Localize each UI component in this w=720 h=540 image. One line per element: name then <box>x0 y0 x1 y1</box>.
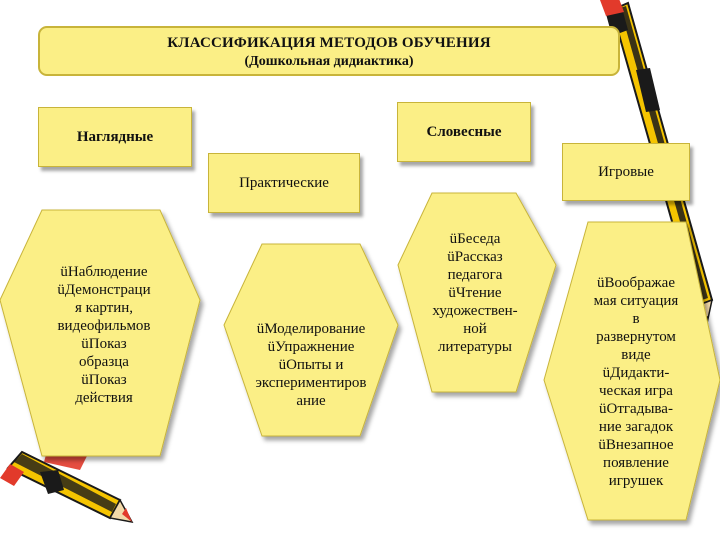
method-item: виде <box>621 347 651 363</box>
method-item: игрушек <box>608 473 664 489</box>
method-item: üВоображае <box>597 275 675 291</box>
method-item: действия <box>75 390 133 406</box>
category-visual-label: Наглядные <box>76 128 154 145</box>
pencil-icon-bottom-left <box>0 440 134 524</box>
method-item: мая ситуация <box>593 293 679 309</box>
category-verbal: Словесные <box>397 102 531 162</box>
practical-methods-list: üМоделирование üУпражнение üОпыты и эксп… <box>228 310 394 420</box>
visual-methods-hexagon <box>0 209 201 457</box>
method-item: üНаблюдение <box>60 264 148 280</box>
method-item: ческая игра <box>599 383 673 399</box>
method-item: üРассказ <box>447 249 503 265</box>
method-item: ной <box>463 321 487 337</box>
subtitle: (Дошкольная дидиактика) <box>244 54 414 69</box>
method-item: üУпражнение <box>267 339 355 355</box>
method-item: üПоказ <box>81 372 127 388</box>
method-item: üБеседа <box>449 231 501 247</box>
method-item: üМоделирование <box>256 321 366 337</box>
practical-methods-hexagon <box>223 243 399 437</box>
method-item: üВнезапное <box>598 437 674 453</box>
game-methods-hexagon <box>543 221 720 521</box>
method-item: видеофильмов <box>57 318 151 334</box>
method-item: üПоказ <box>81 336 127 352</box>
method-item: üОтгадыва- <box>599 401 673 417</box>
title: КЛАССИФИКАЦИЯ МЕТОДОВ ОБУЧЕНИЯ <box>167 35 491 51</box>
method-item: экспериментиров <box>255 375 367 391</box>
category-practical: Практические <box>208 153 360 213</box>
verbal-methods-hexagon <box>397 192 557 393</box>
category-game: Игровые <box>562 143 690 201</box>
method-item: ание <box>296 393 326 409</box>
method-item: развернутом <box>596 329 676 345</box>
method-item: в <box>632 311 640 327</box>
category-game-label: Игровые <box>598 163 654 180</box>
method-item: я картин, <box>74 300 134 316</box>
visual-methods-list: üНаблюдение üДемонстраци я картин, видео… <box>30 250 178 420</box>
category-practical-label: Практические <box>239 174 329 191</box>
category-verbal-label: Словесные <box>426 123 502 140</box>
game-methods-list: üВоображае мая ситуация в развернутом ви… <box>566 253 706 511</box>
method-item: педагога <box>447 267 503 283</box>
method-item: üЧтение <box>448 285 502 301</box>
title-box: КЛАССИФИКАЦИЯ МЕТОДОВ ОБУЧЕНИЯ (Дошкольн… <box>38 26 620 76</box>
method-item: художествен- <box>432 303 518 319</box>
method-item: üДидакти- <box>602 365 670 381</box>
verbal-methods-list: üБеседа üРассказ педагога üЧтение художе… <box>405 218 545 368</box>
method-item: ние загадок <box>598 419 674 435</box>
method-item: литературы <box>438 339 512 355</box>
method-item: образца <box>79 354 129 370</box>
method-item: üДемонстраци <box>57 282 151 298</box>
method-item: появление <box>603 455 669 471</box>
category-visual: Наглядные <box>38 107 192 167</box>
method-item: üОпыты и <box>278 357 344 373</box>
